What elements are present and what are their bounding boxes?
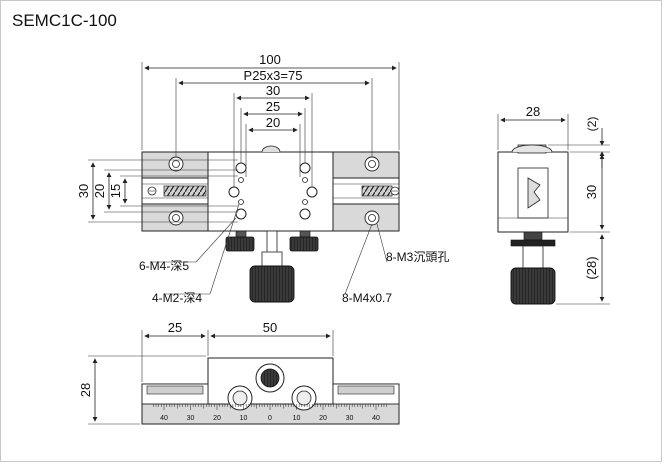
dovetail-icon — [527, 177, 541, 209]
callout-m4-depth: 6-M4-深5 — [139, 259, 189, 273]
dim-left-15-label: 15 — [108, 184, 123, 198]
scale-label: 40 — [372, 415, 380, 422]
scale-label: 10 — [293, 415, 301, 422]
scale-label: 40 — [160, 415, 168, 422]
side-height-label: 30 — [584, 185, 599, 199]
scale-labels: 40 30 20 10 0 10 20 30 40 — [160, 415, 380, 422]
spring-left — [163, 185, 207, 197]
callout-m3-counterbore: 8-M3沉頭孔 — [386, 250, 449, 264]
side-view: 28 (2) 30 (28) — [497, 104, 610, 305]
dim-left-30-label: 30 — [76, 184, 91, 198]
front-dim-50-label: 50 — [263, 320, 277, 335]
dim-pitch-label: P25x3=75 — [244, 68, 303, 83]
feed-knob-icon — [249, 265, 295, 303]
dim-30-label: 30 — [266, 83, 280, 98]
spring-right — [361, 185, 393, 197]
side-offset-label: (2) — [585, 117, 599, 132]
dim-25-label: 25 — [266, 99, 280, 114]
callout-m4-thread: 8-M4x0.7 — [342, 291, 392, 305]
counterbore-hole-icon — [168, 156, 380, 226]
dim-left-20-label: 20 — [92, 184, 107, 198]
m2-hole-icon — [238, 177, 308, 205]
front-dim-25-label: 25 — [168, 320, 182, 335]
scale-label: 30 — [346, 415, 354, 422]
dim-20-label: 20 — [266, 115, 280, 130]
front-view: 40 30 20 10 0 10 20 30 40 25 50 28 — [78, 320, 400, 425]
front-height-label: 28 — [78, 383, 93, 397]
drawing-title: SEMC1C-100 — [12, 11, 117, 30]
scale-label: 0 — [268, 415, 272, 422]
scale-label: 20 — [319, 415, 327, 422]
top-view: 100 P25x3=75 30 25 20 30 20 15 6-M4 — [76, 52, 449, 305]
scale-label: 30 — [187, 415, 195, 422]
side-knob-icon — [510, 267, 556, 305]
scale-label: 20 — [213, 415, 221, 422]
callout-m2-depth: 4-M2-深4 — [152, 291, 202, 305]
side-width-label: 28 — [526, 104, 540, 119]
scale-ticks — [153, 404, 387, 410]
side-knob-label: (28) — [584, 256, 599, 279]
scale-label: 10 — [240, 415, 248, 422]
dim-100-label: 100 — [259, 52, 281, 67]
lock-knob-left-icon — [225, 236, 255, 252]
lock-knob-right-icon — [289, 236, 319, 252]
